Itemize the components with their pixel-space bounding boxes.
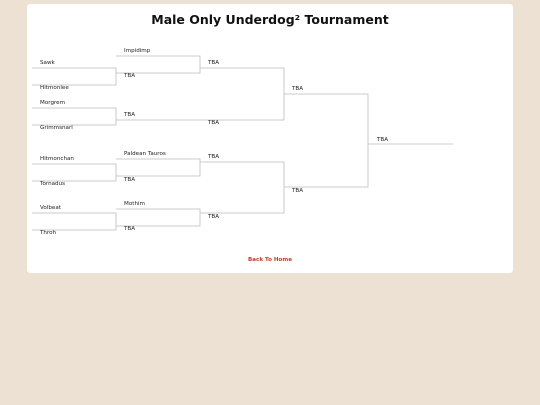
r1-slot-4: Grimmsnarl [40,125,73,131]
r2-slot-8: TBA [124,226,136,232]
r1-slot-3: Morgrem [40,100,66,106]
r3-slot-4: TBA [208,214,220,220]
r2-match-4 [116,208,201,227]
r3-slot-2: TBA [208,120,220,126]
r3-match-2 [200,161,285,214]
page-title: Male Only Underdog² Tournament [151,12,389,27]
r1-slot-6: Tornadus [40,181,66,187]
r4-slot-2: TBA [292,188,304,194]
r2-slot-5: Paldean Tauros [124,151,166,157]
r2-slot-2: TBA [124,73,136,79]
r4-slot-1: TBA [292,86,304,92]
r3-match-1 [200,67,285,121]
r2-slot-7: Mothim [124,201,145,207]
r3-slot-3: TBA [208,154,220,160]
bracket-card: Male Only Underdog² Tournament Sawk Hitm… [27,4,513,273]
r1-slot-2: Hitmonlee [40,85,69,91]
r3-slot-1: TBA [208,60,220,66]
r2-slot-3: TBA [124,112,136,118]
r1-slot-7: Volbeat [40,205,61,211]
r1-slot-8: Throh [40,230,57,236]
r2-match-1 [116,55,201,74]
r1-match-3 [32,163,117,182]
r1-match-4 [32,212,117,231]
r2-slot-1: Impidimp [124,48,151,54]
r1-slot-5: Hitmonchan [40,156,74,162]
r1-match-1 [32,67,117,86]
final-slot: TBA [377,137,389,143]
bracket-lines [32,55,453,231]
r2-slot-6: TBA [124,177,136,183]
r2-match-3 [116,158,201,177]
r1-slot-1: Sawk [40,60,55,66]
back-to-home-link[interactable]: Back To Home [247,257,293,263]
r4-match-1 [284,93,369,188]
r1-match-2 [32,107,117,126]
